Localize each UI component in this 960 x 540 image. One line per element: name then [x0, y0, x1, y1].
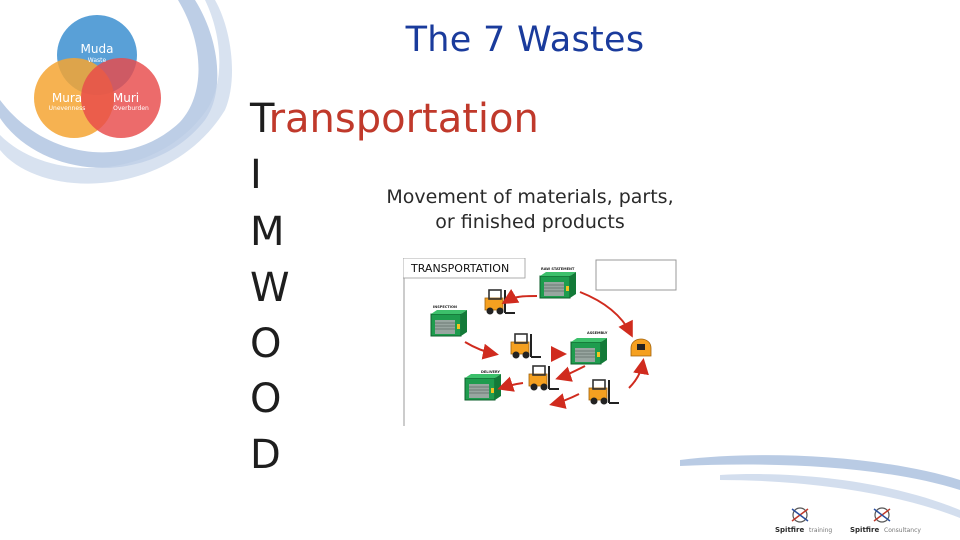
station-inspection-label: INSPECTION — [433, 305, 457, 309]
worker-icon — [630, 338, 652, 357]
venn-mura-subtitle: Unevenness — [49, 105, 86, 112]
left-decoration: Muda Waste Mura Unevenness Muri Overburd… — [0, 0, 233, 184]
transportation-diagram: TRANSPORTATION RAW STATEMENT INSPECTION … — [403, 258, 686, 426]
diagram-header: TRANSPORTATION — [410, 262, 509, 275]
arrow-to-worker — [628, 358, 649, 389]
acronym-letter-m: M — [250, 209, 285, 255]
swoosh-shape-right — [680, 455, 960, 490]
spitfire-training-logo: Spitfire training — [775, 507, 832, 534]
logo-right-brand: Spitfire — [850, 526, 879, 534]
station-raw-label: RAW STATEMENT — [541, 267, 575, 271]
acronym-letter-d: D — [250, 432, 281, 478]
station-delivery-building — [464, 373, 502, 401]
arrow-inspection-to-forklift — [464, 341, 499, 360]
diagram-header-box — [403, 258, 526, 279]
acronym-letter-o2: O — [250, 376, 282, 422]
slide-title: The 7 Wastes — [405, 20, 645, 60]
logo-left-brand: Spitfire — [775, 526, 804, 534]
arrow-assembly-to-forklift — [555, 365, 586, 382]
acronym-transportation: Transportation — [250, 96, 539, 142]
venn-circle-muri — [81, 58, 161, 138]
acronym-letter-w: W — [250, 265, 290, 311]
waste-description: Movement of materials, parts, or finishe… — [380, 185, 680, 235]
logo-left-suffix: training — [809, 527, 832, 534]
acronym-word-rest: ransportation — [268, 96, 539, 142]
description-line-2: or finished products — [435, 211, 625, 233]
station-inspection-building — [430, 309, 468, 337]
station-assembly-label: ASSEMBLY — [587, 331, 608, 335]
footer-logos: Spitfire training Spitfire Consultancy — [775, 507, 921, 534]
venn-muda-subtitle: Waste — [88, 57, 107, 64]
arrow-forklift-return — [549, 393, 580, 409]
venn-muri-title: Muri — [113, 91, 139, 105]
acronym-letter-i: I — [250, 152, 262, 198]
spitfire-consultancy-logo: Spitfire Consultancy — [850, 507, 921, 534]
station-raw-building — [539, 271, 577, 299]
arrow-raw-to-worker — [579, 291, 633, 338]
venn-muda-title: Muda — [81, 42, 114, 56]
arrow-to-delivery — [497, 376, 524, 392]
acronym-letter-o1: O — [250, 321, 282, 367]
venn-muri-subtitle: Overburden — [113, 105, 149, 112]
acronym-letter-t: T — [250, 96, 269, 142]
logo-right-suffix: Consultancy — [884, 527, 921, 534]
station-delivery-label: DELIVERY — [481, 370, 500, 374]
venn-mura-title: Mura — [52, 91, 82, 105]
swoosh-shape-left-outer — [0, 0, 233, 184]
diagram-blank-box — [595, 259, 677, 291]
description-line-1: Movement of materials, parts, — [386, 186, 674, 208]
station-assembly-building — [570, 337, 608, 365]
swoosh-shape-left — [0, 0, 218, 168]
swoosh-shape-right-inner — [720, 474, 960, 518]
right-decoration — [680, 455, 960, 518]
arrow-raw-to-forklift — [501, 288, 538, 305]
